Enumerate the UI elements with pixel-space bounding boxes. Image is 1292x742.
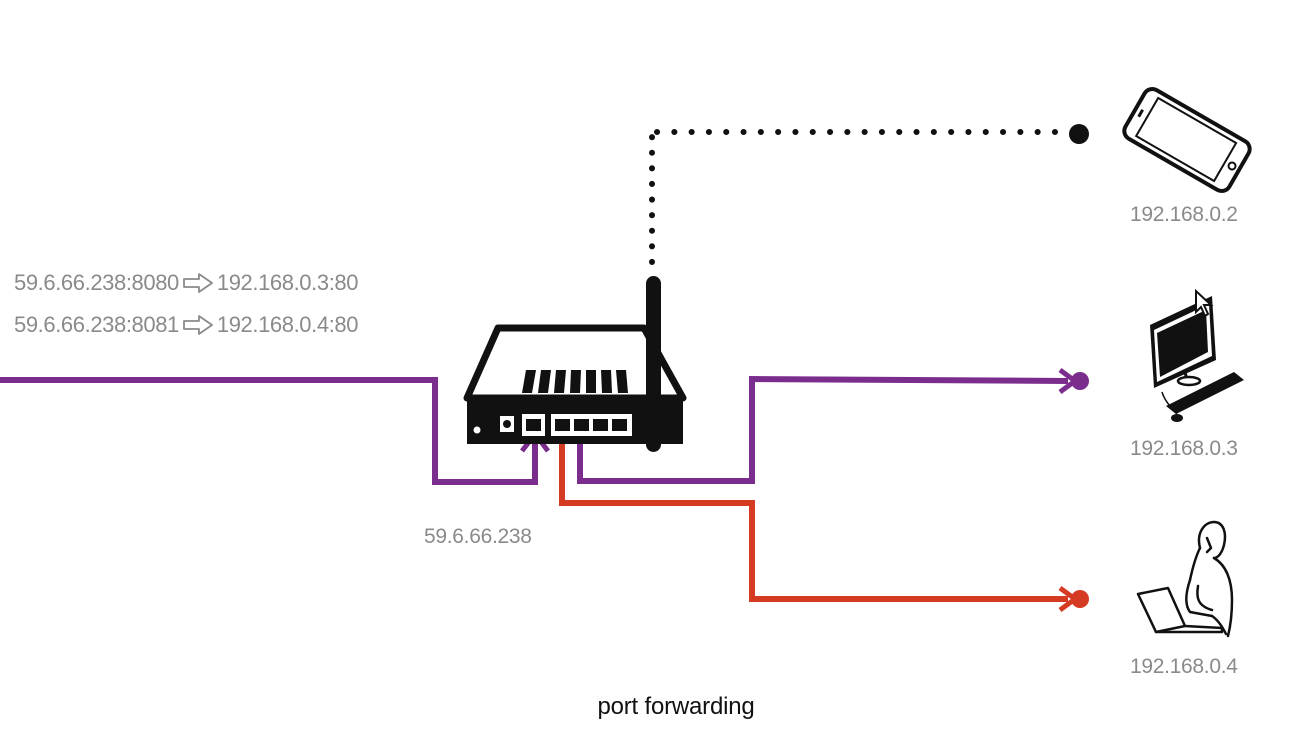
lan-link-red: [559, 428, 1089, 613]
rule-source: 59.6.66.238:8081: [14, 312, 179, 337]
router-icon: [463, 276, 687, 452]
forwarding-rule: 59.6.66.238:8081 192.168.0.4:80: [14, 312, 358, 338]
wireless-link: [649, 124, 1089, 265]
phone-ip: 192.168.0.2: [1130, 203, 1238, 226]
desktop-computer-icon: [1150, 296, 1244, 422]
mouse-cursor-icon: [1195, 288, 1214, 318]
smartphone-icon: [1122, 87, 1252, 193]
rule-destination: 192.168.0.3:80: [216, 270, 359, 295]
router-public-ip: 59.6.66.238: [424, 525, 532, 548]
rule-source: 59.6.66.238:8080: [14, 270, 179, 295]
desktop-ip: 192.168.0.3: [1130, 437, 1238, 460]
forward-arrow-icon: [182, 273, 213, 293]
laptop-user-icon: [1136, 520, 1234, 638]
lan-link-purple: [577, 367, 1089, 484]
forward-arrow-icon: [182, 315, 213, 335]
rule-destination: 192.168.0.4:80: [216, 312, 359, 337]
laptop-user-ip: 192.168.0.4: [1130, 655, 1238, 678]
diagram-caption: port forwarding: [597, 693, 755, 720]
forwarding-rule: 59.6.66.238:8080 192.168.0.3:80: [14, 270, 358, 296]
